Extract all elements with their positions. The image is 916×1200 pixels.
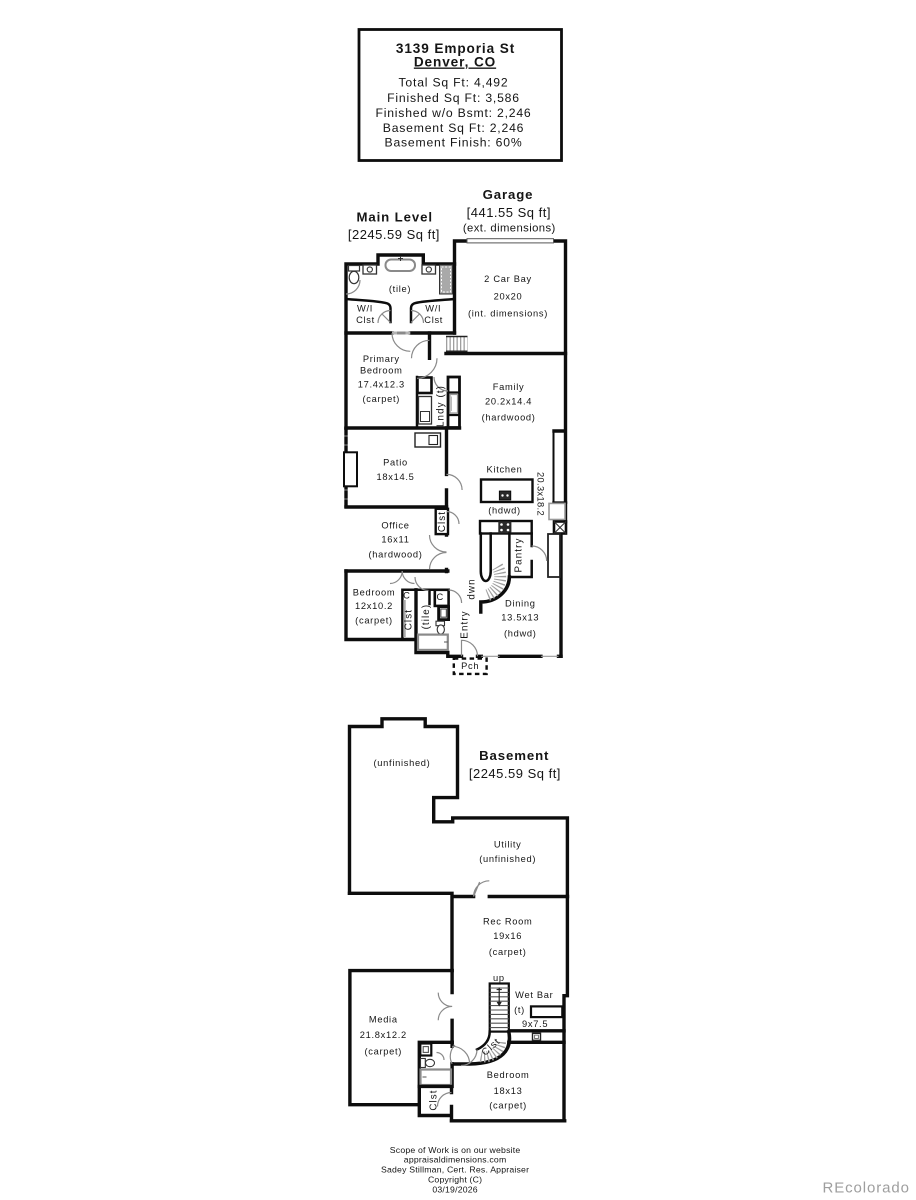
svg-text:17.4x12.3: 17.4x12.3	[358, 379, 405, 389]
svg-text:(ext. dimensions): (ext. dimensions)	[463, 222, 556, 234]
svg-text:Finished Sq Ft: 3,586: Finished Sq Ft: 3,586	[387, 91, 520, 105]
svg-text:Bedroom: Bedroom	[360, 366, 403, 376]
svg-text:Garage: Garage	[483, 187, 534, 202]
svg-text:(int. dimensions): (int. dimensions)	[468, 309, 548, 319]
svg-text:REcolorado: REcolorado	[823, 1180, 910, 1197]
svg-text:Bedroom: Bedroom	[487, 1070, 530, 1080]
svg-text:21.8x12.2: 21.8x12.2	[360, 1030, 407, 1040]
svg-text:Wet Bar: Wet Bar	[515, 990, 553, 1000]
svg-text:(t): (t)	[514, 1005, 525, 1015]
svg-text:Family: Family	[493, 382, 525, 392]
svg-text:Scope of Work is on our websit: Scope of Work is on our website	[390, 1145, 521, 1155]
svg-text:(carpet): (carpet)	[355, 616, 393, 626]
svg-text:Media: Media	[369, 1015, 398, 1025]
svg-text:(tile): (tile)	[421, 604, 432, 630]
svg-text:C: C	[403, 591, 410, 601]
svg-text:20x20: 20x20	[494, 292, 523, 302]
svg-text:(carpet): (carpet)	[362, 394, 400, 404]
svg-text:(carpet): (carpet)	[364, 1047, 402, 1057]
svg-text:Clst: Clst	[429, 1089, 440, 1110]
svg-text:W/I: W/I	[357, 304, 373, 314]
svg-text:up: up	[493, 973, 505, 983]
svg-text:20.2x14.4: 20.2x14.4	[485, 397, 532, 407]
svg-text:(hdwd): (hdwd)	[504, 629, 537, 639]
svg-text:16x11: 16x11	[381, 534, 409, 544]
svg-text:Basement Finish: 60%: Basement Finish: 60%	[385, 136, 523, 150]
svg-text:Clst: Clst	[437, 511, 448, 532]
svg-text:Total Sq Ft: 4,492: Total Sq Ft: 4,492	[399, 76, 509, 90]
svg-text:Rec Room: Rec Room	[483, 917, 533, 927]
svg-text:Main Level: Main Level	[356, 209, 432, 224]
svg-text:dwn: dwn	[466, 578, 477, 599]
svg-text:W/I: W/I	[425, 304, 441, 314]
svg-text:[441.55 Sq ft]: [441.55 Sq ft]	[467, 205, 551, 220]
svg-text:Patio: Patio	[383, 458, 408, 468]
svg-text:(unfinished): (unfinished)	[374, 758, 431, 768]
svg-text:20.3x18.2: 20.3x18.2	[536, 472, 546, 516]
svg-text:Primary: Primary	[363, 354, 400, 364]
svg-text:18x13: 18x13	[494, 1086, 523, 1096]
svg-text:[2245.59 Sq ft]: [2245.59 Sq ft]	[348, 227, 440, 242]
svg-text:Bedroom: Bedroom	[353, 588, 396, 598]
svg-text:[2245.59 Sq ft]: [2245.59 Sq ft]	[469, 766, 561, 781]
svg-text:19x16: 19x16	[493, 931, 522, 941]
svg-text:(hardwood): (hardwood)	[482, 413, 536, 423]
svg-text:Clst: Clst	[404, 609, 415, 630]
svg-text:(unfinished): (unfinished)	[479, 854, 536, 864]
svg-text:Entry: Entry	[459, 610, 470, 638]
svg-text:Basement: Basement	[479, 748, 549, 763]
svg-text:Office: Office	[381, 521, 409, 531]
svg-text:Dining: Dining	[505, 599, 536, 609]
svg-text:Sadey Stillman, Cert. Res. App: Sadey Stillman, Cert. Res. Appraiser	[381, 1165, 529, 1175]
svg-text:Copyright (C): Copyright (C)	[428, 1175, 482, 1185]
svg-text:Basement Sq Ft: 2,246: Basement Sq Ft: 2,246	[383, 121, 524, 135]
svg-text:18x14.5: 18x14.5	[377, 472, 415, 482]
svg-text:12x10.2: 12x10.2	[355, 601, 393, 611]
svg-text:C: C	[436, 592, 443, 602]
svg-text:(hdwd): (hdwd)	[488, 506, 521, 516]
svg-text:9x7.5: 9x7.5	[522, 1019, 548, 1029]
svg-text:Pantry: Pantry	[514, 538, 525, 573]
svg-text:Clst: Clst	[424, 315, 443, 325]
svg-text:Denver, CO: Denver, CO	[414, 55, 496, 70]
svg-text:(carpet): (carpet)	[489, 947, 527, 957]
svg-text:Finished w/o Bsmt: 2,246: Finished w/o Bsmt: 2,246	[375, 106, 531, 120]
svg-text:2 Car Bay: 2 Car Bay	[484, 274, 532, 284]
svg-text:(carpet): (carpet)	[489, 1101, 527, 1111]
svg-text:Kitchen: Kitchen	[487, 465, 523, 475]
svg-text:Pch: Pch	[461, 661, 479, 671]
svg-text:Utility: Utility	[494, 839, 522, 849]
svg-text:(hardwood): (hardwood)	[368, 549, 422, 559]
svg-text:Lndy (t): Lndy (t)	[436, 385, 447, 427]
svg-text:3139 Emporia St: 3139 Emporia St	[396, 41, 515, 56]
svg-text:(tile): (tile)	[389, 284, 411, 294]
svg-text:03/19/2026: 03/19/2026	[432, 1184, 477, 1194]
svg-text:appraisaldimensions.com: appraisaldimensions.com	[404, 1155, 507, 1165]
svg-text:13.5x13: 13.5x13	[501, 613, 539, 623]
svg-text:Clst: Clst	[356, 315, 375, 325]
